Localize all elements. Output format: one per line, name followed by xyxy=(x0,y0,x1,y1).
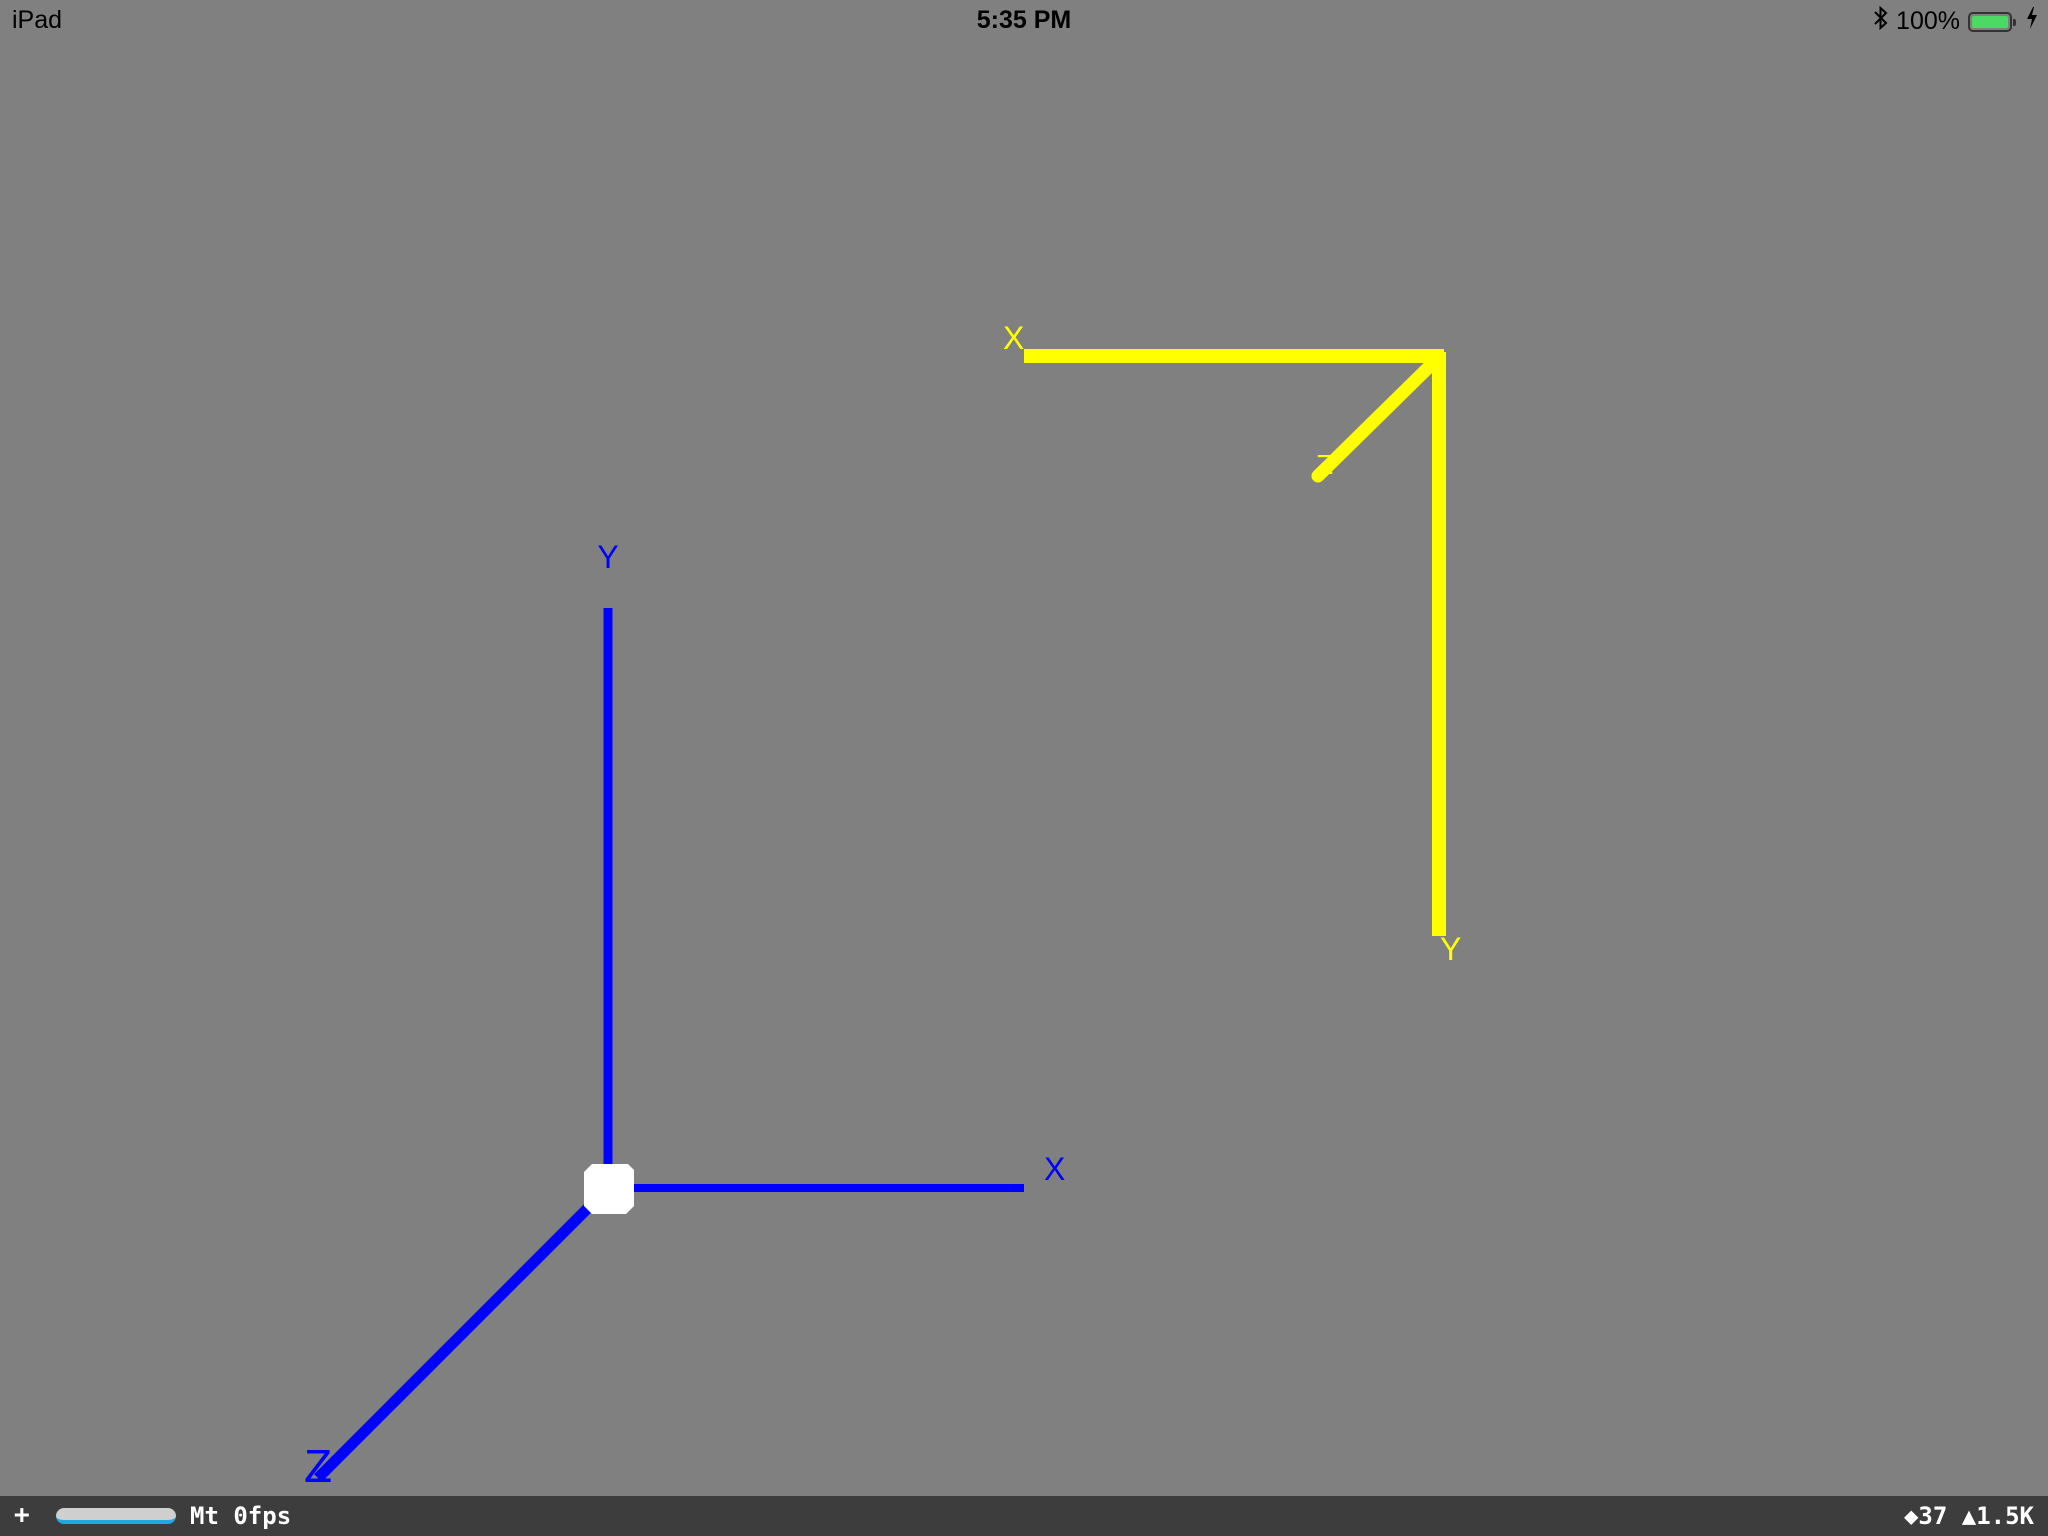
stats-fps-readout: Mt 0fps xyxy=(190,1502,292,1530)
bluetooth-icon xyxy=(1874,5,1888,37)
yellow-y-label: Y xyxy=(1440,931,1461,967)
yellow-axis-gizmo[interactable]: X Y Z xyxy=(1003,320,1461,967)
stats-node-triangle-counts: ◆37 ▲1.5K xyxy=(1903,1502,2034,1530)
battery-level-fill xyxy=(1972,15,2008,28)
origin-handle[interactable] xyxy=(584,1164,634,1214)
yellow-x-label: X xyxy=(1003,320,1024,356)
yellow-z-axis[interactable] xyxy=(1311,355,1441,483)
battery-percent: 100% xyxy=(1896,7,1960,35)
stats-bar: + Mt 0fps ◆37 ▲1.5K xyxy=(0,1496,2048,1536)
blue-z-axis[interactable] xyxy=(314,1190,606,1482)
stats-expand-button[interactable]: + xyxy=(14,1500,30,1530)
status-indicators: 100% xyxy=(1874,5,2038,37)
scene-canvas[interactable]: Y X Z X Y Z xyxy=(0,0,2048,1496)
status-bar: iPad 5:35 PM 100% xyxy=(0,0,2048,40)
blue-x-label: X xyxy=(1044,1151,1065,1187)
bolt-icon xyxy=(2026,7,2038,36)
device-name: iPad xyxy=(12,6,63,34)
battery-icon xyxy=(1968,11,2016,32)
blue-y-label: Y xyxy=(597,539,618,575)
blue-z-label: Z xyxy=(304,1440,332,1492)
yellow-z-label: Z xyxy=(1316,449,1333,480)
blue-axis-gizmo[interactable]: Y X Z xyxy=(304,539,1065,1492)
clock: 5:35 PM xyxy=(976,6,1072,34)
performance-progress-bar xyxy=(56,1508,176,1524)
